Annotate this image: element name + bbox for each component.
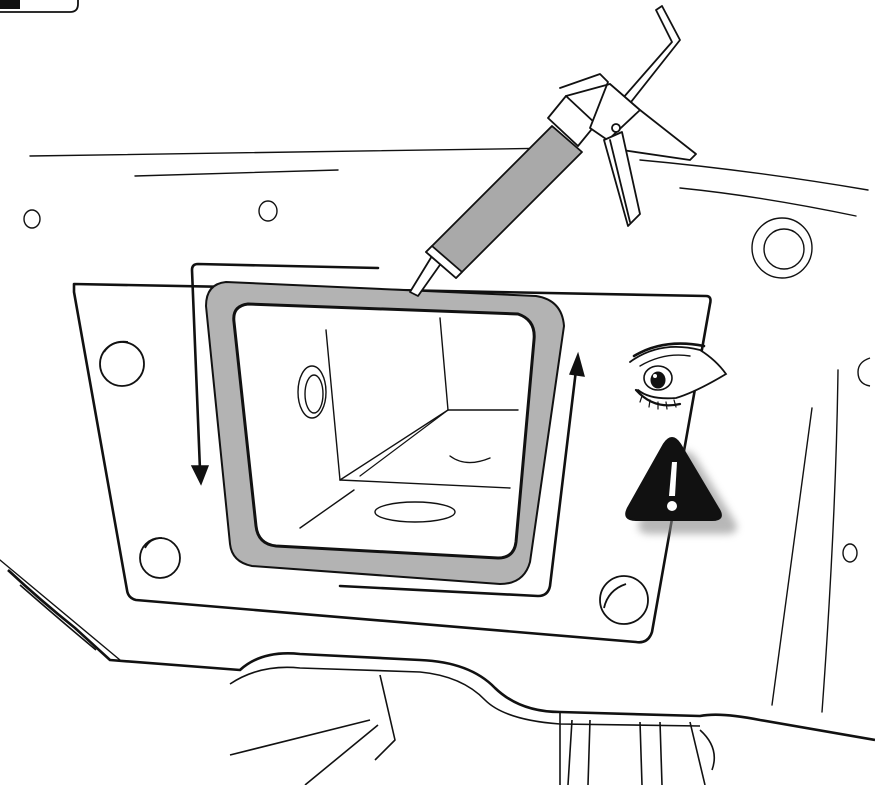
- lower-frame: [7, 569, 875, 785]
- direction-arrow-icon: [190, 262, 380, 486]
- plate-grommet: [99, 340, 145, 387]
- step-badge: [0, 0, 79, 13]
- sealant-bead: [204, 280, 566, 586]
- panel-grommet-inner: [763, 228, 805, 270]
- plate-grommet: [599, 575, 649, 625]
- panel-hole: [857, 357, 871, 387]
- panel-hole: [842, 543, 858, 563]
- direction-arrow-icon: [338, 351, 585, 598]
- opening-interior: [297, 317, 519, 529]
- panel-holes: [23, 200, 871, 563]
- panel-hole: [23, 209, 41, 229]
- warning-exclamation: [669, 462, 677, 496]
- plate-grommet: [139, 537, 181, 579]
- caulking-gun-icon: [409, 5, 697, 297]
- panel-grommet-outer: [751, 217, 813, 279]
- interior-hole: [374, 501, 456, 523]
- body-panel: [0, 147, 869, 713]
- inspect-eye-icon: [629, 342, 728, 410]
- interior-hole: [297, 365, 327, 419]
- panel-hole: [258, 200, 278, 222]
- warning-icon: [625, 437, 737, 534]
